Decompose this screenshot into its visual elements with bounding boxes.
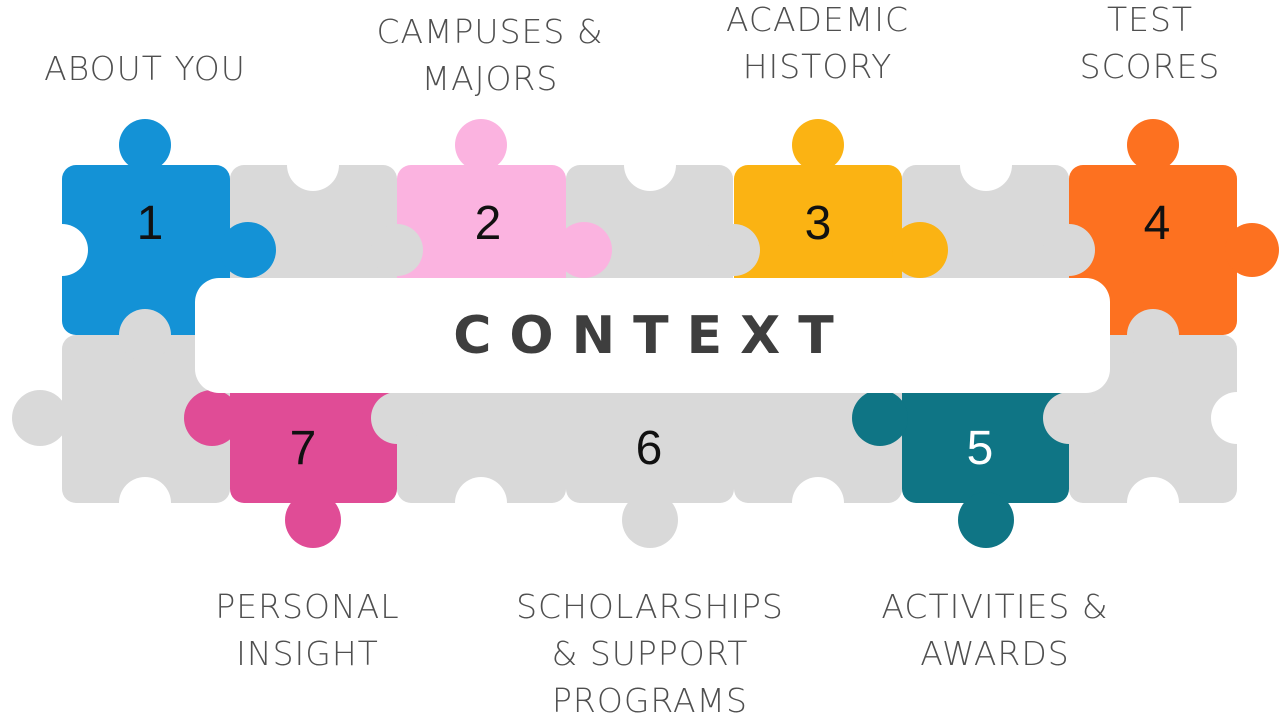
step-number-7: 7 [289, 422, 317, 475]
piece-1 [36, 119, 276, 361]
grey-piece-bottom-e [1069, 335, 1237, 503]
notch [960, 139, 1012, 191]
center-banner [195, 278, 1110, 393]
notch [119, 477, 171, 529]
step-number-2: 2 [474, 197, 502, 250]
notch [287, 139, 339, 191]
notch [1211, 392, 1263, 444]
step-number-6: 6 [635, 422, 663, 475]
notch [455, 477, 507, 529]
step-label-4: TEST SCORES [1079, 0, 1221, 86]
center-title: CONTEXT [453, 305, 852, 366]
grey-piece-6-tab [622, 492, 678, 548]
piece-4 [1043, 119, 1279, 361]
notch [1127, 477, 1179, 529]
step-label-5: ACTIVITIES & AWARDS [881, 587, 1109, 673]
step-number-1: 1 [136, 197, 164, 250]
step-number-3: 3 [804, 197, 832, 250]
step-label-3: ACADEMIC HISTORY [725, 0, 910, 86]
grey-piece-bottom-a-tab [12, 390, 68, 446]
step-label-7: PERSONAL INSIGHT [215, 587, 400, 673]
step-label-1: ABOUT YOU [44, 49, 246, 88]
step-number-5: 5 [966, 422, 994, 475]
step-label-2: CAMPUSES & MAJORS [376, 12, 604, 98]
step-label-6: SCHOLARSHIPS & SUPPORT PROGRAMS [516, 587, 784, 720]
grey-piece-bottom-a [62, 335, 230, 503]
step-number-4: 4 [1143, 197, 1171, 250]
notch [624, 139, 676, 191]
notch [792, 477, 844, 529]
